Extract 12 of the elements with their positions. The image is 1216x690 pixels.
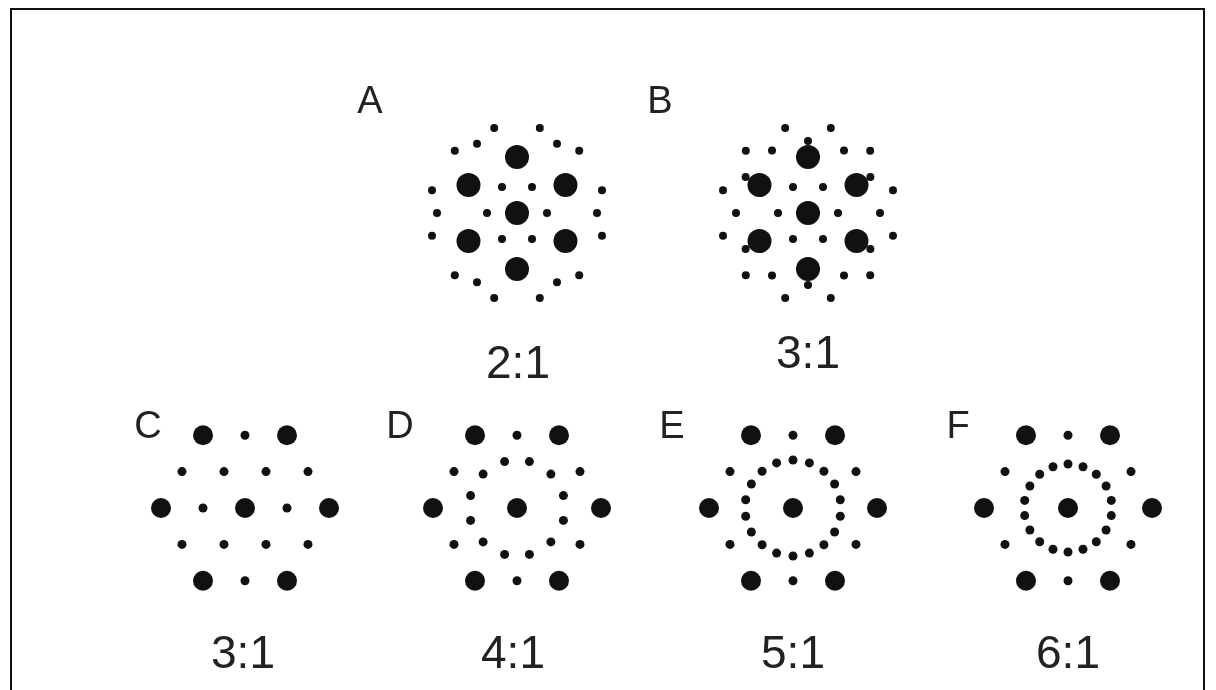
panel-letter: B — [647, 81, 673, 119]
panel-letter: A — [357, 81, 383, 119]
ratio-label: 5:1 — [761, 629, 825, 675]
panel-letter: F — [946, 406, 970, 444]
ratio-label: 2:1 — [486, 339, 550, 385]
panel-letter: C — [134, 406, 162, 444]
panel-letter: D — [386, 406, 414, 444]
ratio-label: 6:1 — [1036, 629, 1100, 675]
ratio-label: 4:1 — [481, 629, 545, 675]
ratio-label: 3:1 — [211, 629, 275, 675]
ratio-label: 3:1 — [776, 329, 840, 375]
panel-letter: E — [659, 406, 685, 444]
